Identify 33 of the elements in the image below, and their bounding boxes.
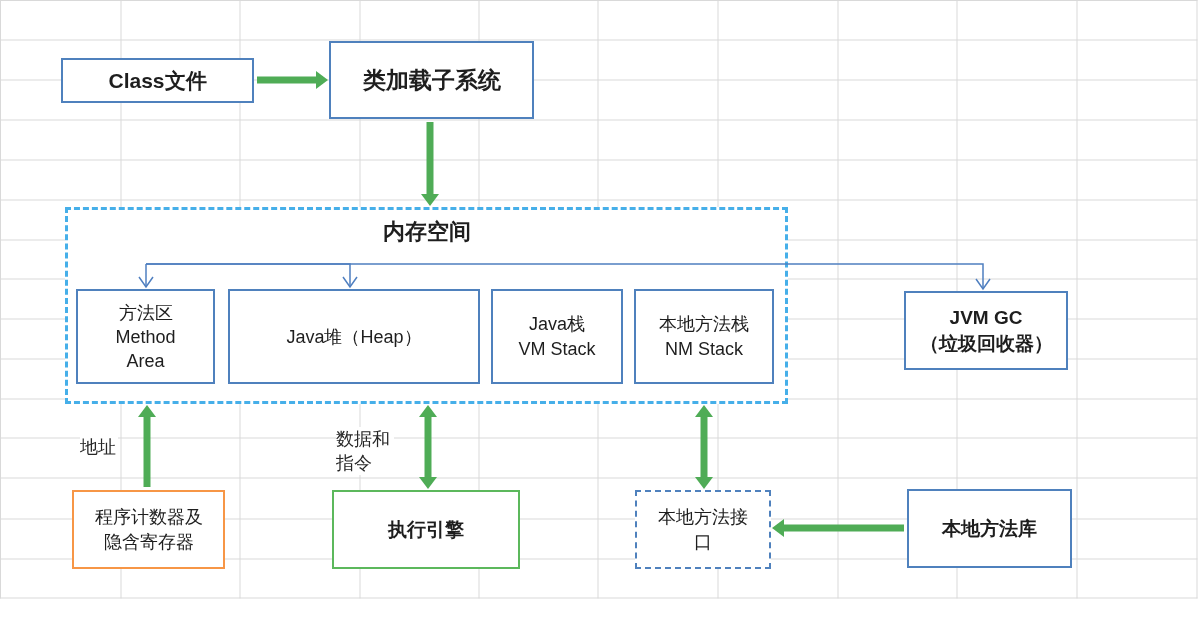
memory-area-box [634,289,774,384]
dashed-interface-box [635,490,771,569]
double-headed-arrow [419,405,437,489]
arrow [145,263,991,290]
node-label: Method Area [114,325,177,373]
edge-label: 数据和指令 [336,427,394,475]
node-label: JVM GC [949,305,1023,330]
double-headed-arrow [695,405,713,489]
process-box [329,41,534,119]
node-label: （垃圾回收器） [919,331,1053,356]
node-label: VM Stack [518,337,596,361]
node-label: 本地方法库 [942,516,1037,541]
engine-box [332,490,520,569]
group-title: 内存空间 [382,218,471,246]
process-box [61,58,254,103]
memory-area-box [228,289,480,384]
process-box [907,489,1072,568]
node-label: NM Stack [665,337,743,361]
node-label: 方法区 [118,301,173,325]
arrow [138,263,154,288]
node-label: Java堆（Heap） [286,325,422,349]
node-label: Java栈 [529,312,585,336]
node-label: 执行引擎 [388,517,464,542]
node-label: 本地方法栈 [659,312,749,336]
memory-area-box [491,289,623,384]
memory-area-box [76,289,215,384]
node-label: 程序计数器及隐含寄存器 [93,505,204,554]
node-label: 本地方法接口 [657,505,749,554]
node-label: Class文件 [108,67,207,94]
node-label: 类加载子系统 [362,66,501,95]
register-box [72,490,225,569]
process-box [904,291,1068,370]
dashed-group-container [65,207,788,404]
